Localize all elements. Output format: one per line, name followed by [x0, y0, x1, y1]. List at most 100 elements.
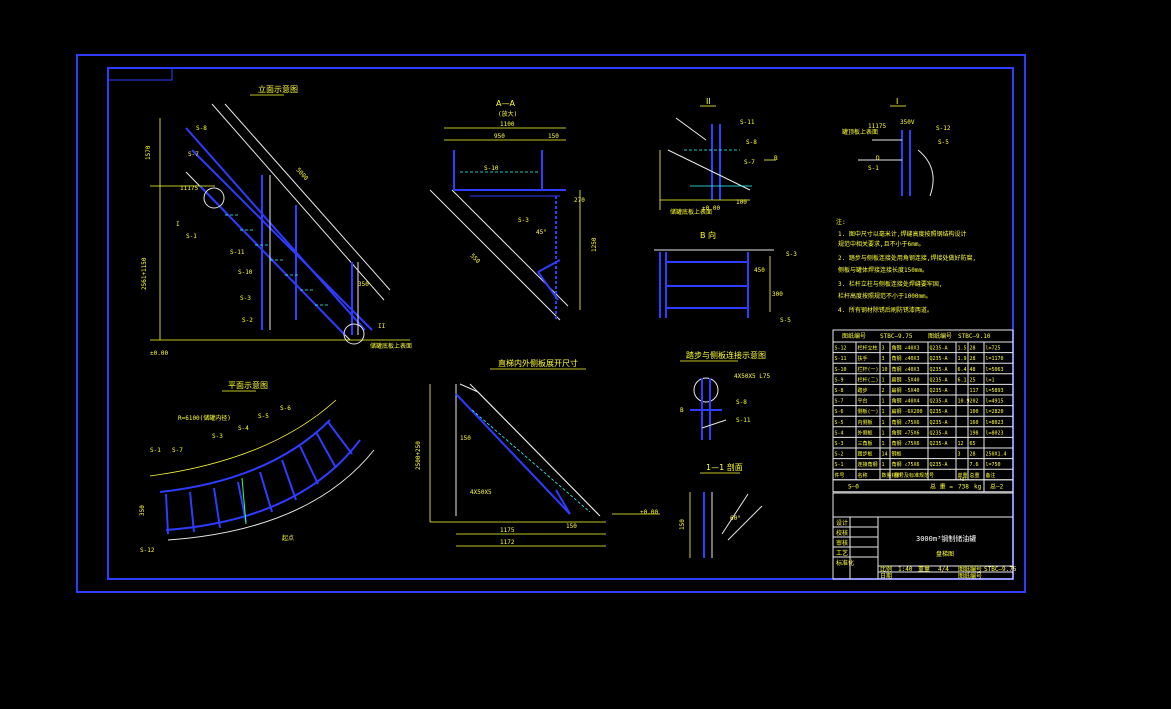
bom-cell: 3: [882, 346, 885, 352]
bom-cell: Q235-A: [930, 367, 948, 373]
svg-text:S-8: S-8: [736, 399, 747, 406]
svg-text:S-1: S-1: [868, 165, 879, 172]
bom-cell: S-8: [835, 388, 844, 394]
bom-total-unit: kg: [974, 483, 982, 490]
svg-text:550: 550: [469, 252, 482, 265]
bom-header-unit: (kg): [957, 476, 967, 481]
bom-cell: Q235-A: [930, 346, 948, 352]
b-view: B 向 450 300 S-5 S-3: [654, 230, 797, 324]
aa-section: A—A (放大) 1100 950 150 1250 45° S-10 S-3 …: [429, 99, 598, 321]
bom-header-cell: 名称: [858, 472, 868, 479]
corner-tab: [107, 67, 173, 81]
bom-cell: 198: [970, 430, 979, 436]
svg-text:S-7: S-7: [172, 447, 183, 454]
svg-text:S-7: S-7: [188, 151, 199, 158]
svg-text:S-5: S-5: [938, 139, 949, 146]
svg-text:S-5: S-5: [258, 413, 269, 420]
bom-cell: 28: [970, 356, 976, 362]
tread-title: 踏步与侧板连接示意图: [686, 350, 766, 360]
plan-radius-label: R=6100(储罐内径): [178, 414, 231, 422]
svg-text:D: D: [876, 155, 880, 162]
elev-height-dim: 2561+1150: [141, 257, 148, 290]
svg-text:B: B: [774, 155, 778, 162]
tb-scale-value: 1:40: [898, 566, 913, 573]
bom-cell: 1: [882, 430, 885, 436]
detail-ii: II S-11 S-8 S-7 100 ±0.00 储罐底板上表面 B: [659, 97, 778, 216]
bom-cell: 踏步: [858, 387, 868, 394]
svg-text:11175: 11175: [868, 123, 886, 130]
bom-cell: 2: [882, 388, 885, 394]
title-block: 设计 校核 审核 工艺 标准化 3000m³钢制储油罐 盘梯图 比例 1:40 …: [832, 492, 1017, 580]
aa-b-dim: 150: [548, 133, 559, 140]
tb-weight-label: 重量: [918, 565, 930, 573]
bom-cell: 14: [882, 452, 888, 458]
bom-cell: Q235-A: [930, 377, 948, 383]
bom-cell: 扶手: [858, 355, 868, 362]
bom-cell: l=8023: [986, 420, 1004, 426]
bom-cell: 1: [882, 377, 885, 383]
bom-cell: 3: [882, 356, 885, 362]
bom-header-cell: 件号: [835, 472, 845, 479]
bom-cell: 角钢 ∠75X6: [892, 461, 920, 468]
stringer-tread-label: 4X50X5: [470, 489, 492, 496]
plan-title: 平面示意图: [228, 380, 268, 390]
role-standard: 标准化: [836, 559, 854, 567]
svg-text:S-10: S-10: [238, 269, 253, 276]
elevation-view: 立面示意图 2561+1150 5000 1570: [141, 84, 412, 357]
bom-cell: 角钢 ∠75X6: [892, 440, 920, 447]
notes-title: 注:: [836, 218, 846, 226]
bom-cell: 栏杆(一): [858, 366, 879, 373]
bom-cell: S-3: [835, 441, 844, 447]
bom-cell: S-12: [835, 346, 847, 352]
bom-cell: 角钢 ∠40X3: [892, 355, 920, 362]
drawing-no-right-label: 图纸编号: [928, 332, 952, 340]
bom-total-left: S—0: [848, 483, 859, 490]
tb-weight-value: 4/4: [938, 566, 949, 573]
svg-text:S-12: S-12: [936, 125, 951, 132]
bom-cell: 1: [882, 462, 885, 468]
detail2-title: II: [706, 97, 711, 106]
tb-scale-label: 比例: [880, 565, 892, 573]
bom-cell: 内侧板: [858, 419, 873, 426]
note-line-4: 侧板与罐体焊接连接长度150mm。: [838, 266, 928, 274]
bom-cell: S-9: [835, 377, 844, 383]
stringer-title: 直梯内外侧板展开尺寸: [498, 358, 578, 368]
svg-text:S-3: S-3: [518, 217, 529, 224]
svg-text:S-3: S-3: [240, 295, 251, 302]
bom-cell: 117: [970, 388, 979, 394]
bom-header-cell: 总重: [970, 472, 980, 479]
bom-cell: 1.9: [958, 356, 967, 362]
svg-text:S-8: S-8: [746, 139, 757, 146]
bom-cell: l=1170: [986, 356, 1004, 362]
bom-cell: 扁钢 -5X40: [892, 376, 920, 383]
bview-title: B 向: [700, 230, 716, 240]
bom-cell: S-1: [835, 462, 844, 468]
bom-total-mid: 总 重 =: [930, 482, 953, 490]
bom-header-cell: 单重: [958, 472, 968, 479]
bom-cell: 侧板(一): [858, 408, 879, 415]
note-line-6: 栏杆高度按照规范不小于1000mm。: [838, 292, 932, 300]
bom-cell: S-5: [835, 420, 844, 426]
tb-drawno-value: STBC—9.75: [984, 566, 1017, 573]
bview-dim-1: 450: [754, 267, 765, 274]
bom-cell: 7.6: [970, 462, 979, 468]
bom-cell: l=2820: [986, 409, 1004, 415]
svg-text:II: II: [378, 323, 386, 330]
svg-text:±0.00: ±0.00: [640, 509, 658, 516]
bom-cell: 扁钢 -5X40: [892, 387, 920, 394]
bom-cell: l=5893: [986, 388, 1004, 394]
cut-height-dim: 150: [679, 519, 686, 530]
svg-text:S-11: S-11: [740, 119, 755, 126]
bom-cell: 角钢 ∠75X6: [892, 419, 920, 426]
stringer-l2-dim: 1172: [500, 539, 515, 546]
cut-title: 1—1 剖面: [706, 462, 743, 472]
bom-total-value: 738: [958, 483, 969, 490]
bom-total-row: [832, 479, 1014, 493]
bom-cell: 65: [970, 441, 976, 447]
svg-text:B: B: [680, 407, 684, 414]
bom-cell: 48: [970, 367, 976, 373]
bom-cell: 6.1: [958, 377, 967, 383]
svg-text:S-4: S-4: [238, 425, 249, 432]
bom-cell: 3: [958, 452, 961, 458]
